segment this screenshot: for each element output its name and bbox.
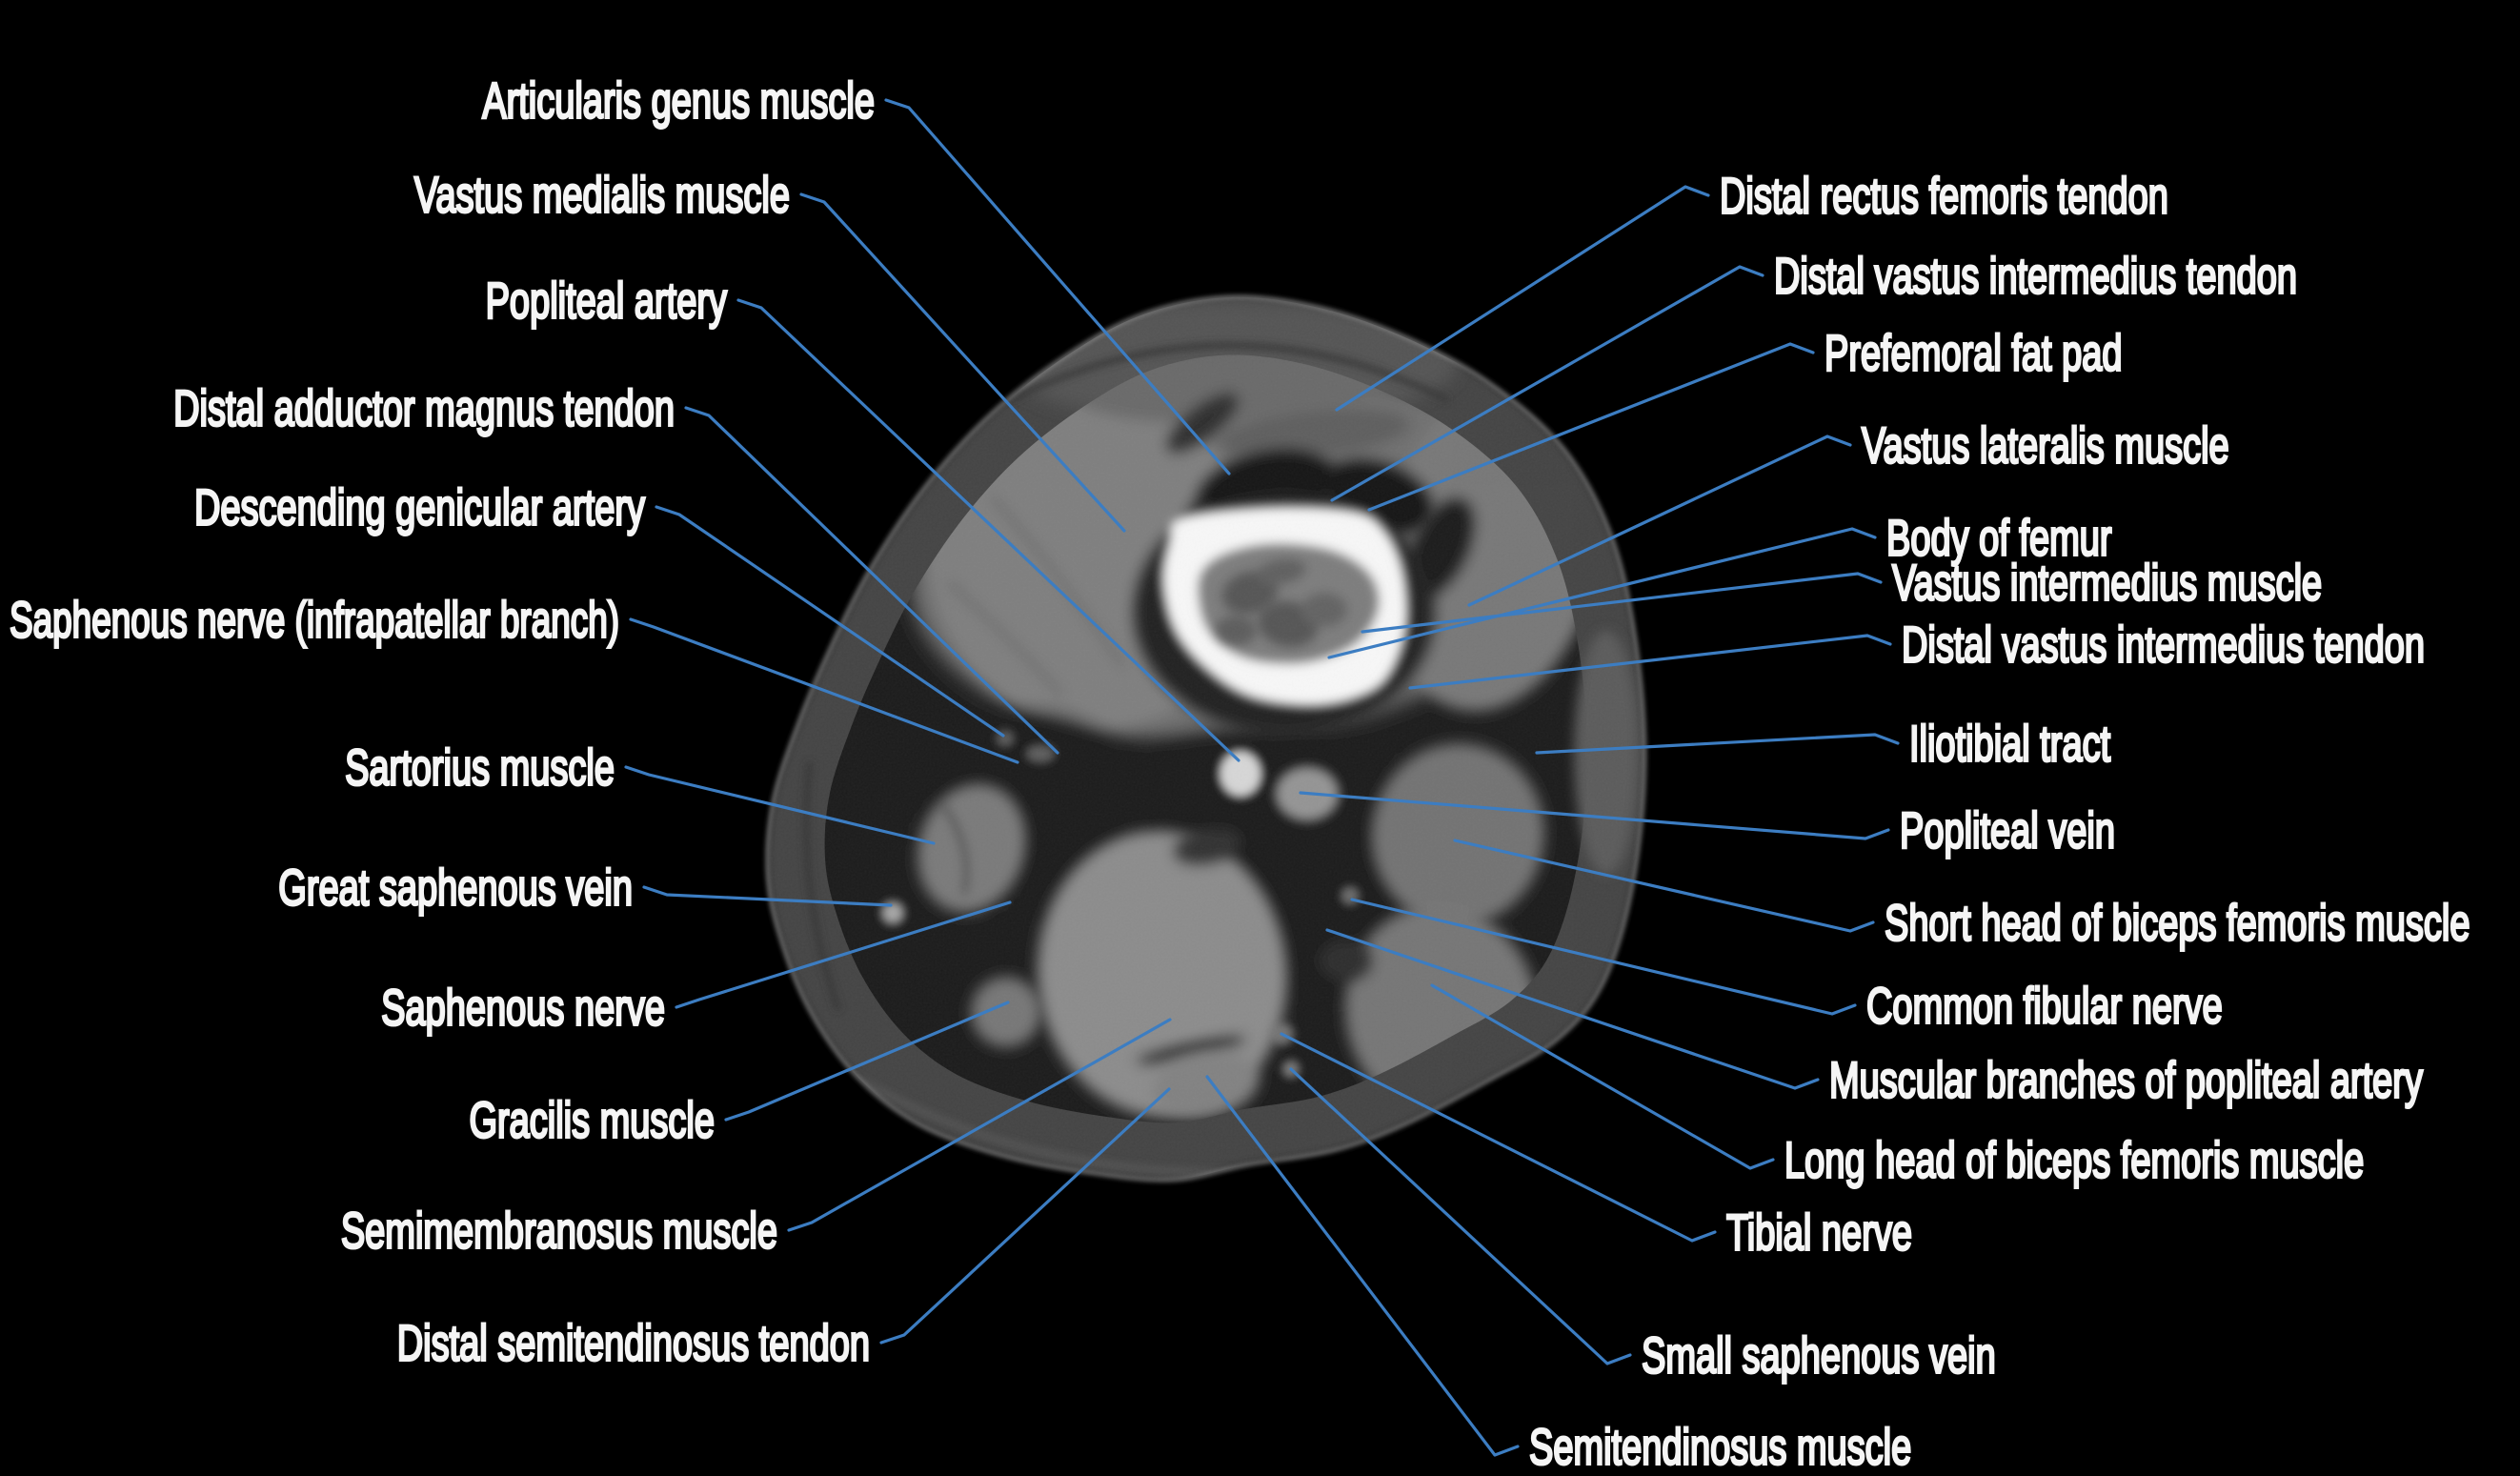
- svg-text:Popliteal artery: Popliteal artery: [486, 272, 728, 329]
- svg-text:Semitendinosus muscle: Semitendinosus muscle: [1529, 1418, 1911, 1475]
- svg-text:Vastus intermedius muscle: Vastus intermedius muscle: [1892, 554, 2322, 611]
- svg-text:Vastus medialis muscle: Vastus medialis muscle: [414, 166, 790, 223]
- svg-text:Distal rectus femoris tendon: Distal rectus femoris tendon: [1720, 167, 2168, 224]
- svg-text:Distal semitendinosus tendon: Distal semitendinosus tendon: [397, 1314, 870, 1371]
- svg-text:Semimembranosus muscle: Semimembranosus muscle: [341, 1202, 777, 1259]
- svg-text:Saphenous nerve: Saphenous nerve: [381, 979, 665, 1036]
- svg-text:Sartorius muscle: Sartorius muscle: [345, 738, 615, 796]
- svg-text:Distal adductor magnus tendon: Distal adductor magnus tendon: [173, 379, 675, 436]
- svg-text:Muscular branches of popliteal: Muscular branches of popliteal artery: [1829, 1051, 2424, 1108]
- svg-text:Vastus lateralis muscle: Vastus lateralis muscle: [1862, 416, 2229, 474]
- svg-text:Saphenous nerve (infrapatellar: Saphenous nerve (infrapatellar branch): [10, 591, 619, 648]
- svg-text:Articularis genus muscle: Articularis genus muscle: [482, 71, 875, 129]
- svg-text:Small saphenous vein: Small saphenous vein: [1642, 1326, 1996, 1384]
- svg-text:Common fibular nerve: Common fibular nerve: [1866, 977, 2223, 1034]
- svg-text:Prefemoral fat pad: Prefemoral fat pad: [1824, 324, 2123, 381]
- svg-text:Distal vastus intermedius tend: Distal vastus intermedius tendon: [1774, 247, 2297, 304]
- svg-text:Great saphenous vein: Great saphenous vein: [278, 859, 633, 916]
- svg-text:Short head of biceps femoris m: Short head of biceps femoris muscle: [1885, 894, 2470, 951]
- svg-text:Descending genicular artery: Descending genicular artery: [194, 478, 646, 536]
- svg-text:Popliteal vein: Popliteal vein: [1900, 801, 2115, 859]
- svg-text:Distal vastus intermedius tend: Distal vastus intermedius tendon: [1902, 616, 2425, 673]
- svg-text:Long head of biceps femoris mu: Long head of biceps femoris muscle: [1784, 1131, 2364, 1188]
- svg-text:Iliotibial tract: Iliotibial tract: [1909, 715, 2110, 772]
- svg-text:Gracilis muscle: Gracilis muscle: [469, 1091, 715, 1148]
- svg-text:Body of femur: Body of femur: [1886, 509, 2112, 566]
- svg-text:Tibial nerve: Tibial nerve: [1726, 1203, 1912, 1261]
